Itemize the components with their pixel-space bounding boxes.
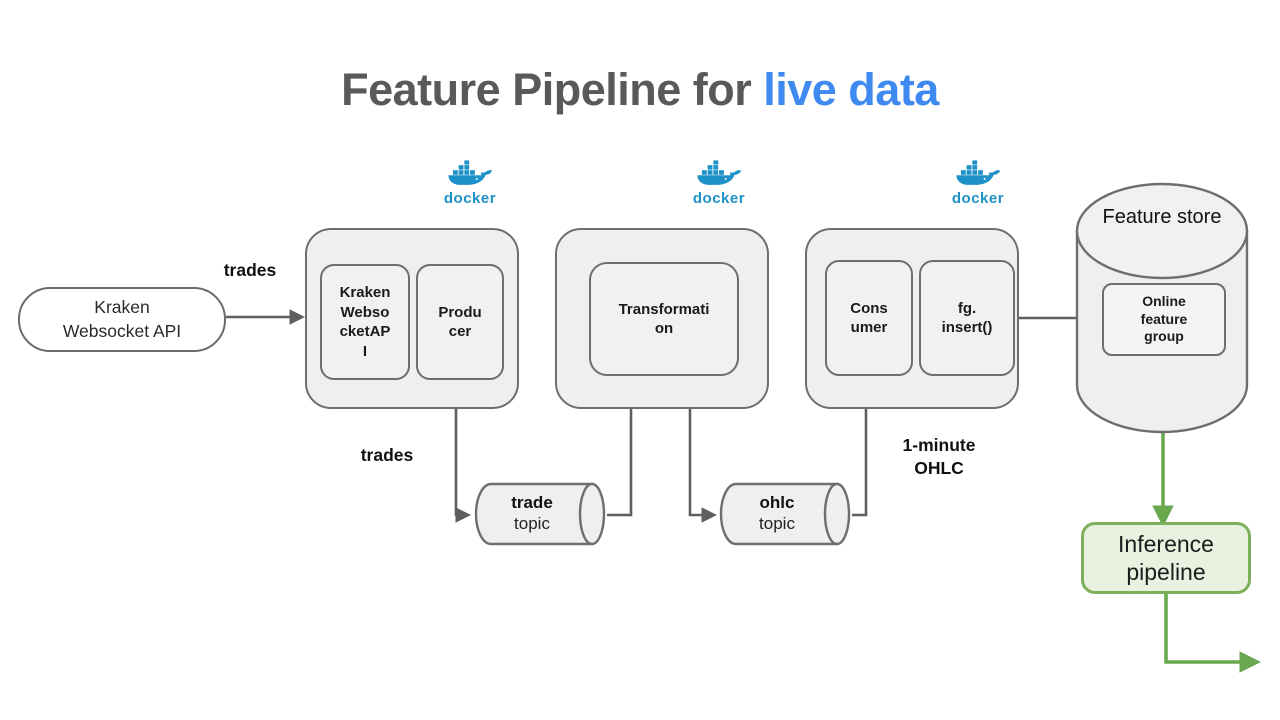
docker-logo-2: docker: [682, 160, 756, 207]
node-kraken-websocket-api: Kraken Websocket API: [18, 287, 226, 352]
docker-wordmark: docker: [443, 190, 497, 207]
docker-wordmark: docker: [951, 190, 1005, 207]
edge-trade-topic-to-transformation: [607, 372, 639, 517]
page-title-prefix: Feature Pipeline for: [341, 64, 764, 115]
container-transformation-service: Transformati on: [555, 228, 769, 409]
edge-label-trades-in: trades: [223, 260, 277, 280]
docker-whale-icon: [448, 160, 493, 185]
node-trade-topic: trade topic: [474, 482, 606, 546]
node-kraken-websocket-component: Kraken Webso cketAP I: [320, 264, 410, 380]
kafka-topic-cylinder-icon: [474, 482, 606, 546]
edge-ohlc-topic-to-consumer: [852, 371, 874, 517]
ohlc-topic-title: ohlc: [759, 493, 795, 513]
node-feature-store: Feature store Online feature group: [1075, 182, 1249, 435]
docker-logo-1: docker: [433, 160, 507, 207]
page-title-accent: live data: [763, 64, 939, 115]
docker-logo-3: docker: [941, 160, 1015, 207]
node-transformation: Transformati on: [589, 262, 739, 376]
edge-label-trades-out: trades: [360, 445, 414, 465]
node-ohlc-topic: ohlc topic: [719, 482, 851, 546]
node-inference-pipeline: Inference pipeline: [1081, 522, 1251, 594]
feature-store-title: Feature store: [1102, 206, 1222, 228]
node-fg-insert: fg. insert(): [919, 260, 1015, 376]
docker-wordmark: docker: [692, 190, 746, 207]
trade-topic-title: trade: [511, 493, 553, 513]
trade-topic-subtitle: topic: [514, 514, 550, 533]
kafka-topic-cylinder-icon: [719, 482, 851, 546]
edge-inference-out: [1164, 590, 1261, 673]
page-title: Feature Pipeline for live data: [0, 64, 1280, 116]
edge-producer-to-trade-topic: [454, 374, 471, 523]
ohlc-topic-subtitle: topic: [759, 514, 795, 533]
edge-label-1-minute-ohlc: 1-minute OHLC: [902, 435, 976, 479]
docker-whale-icon: [956, 160, 1001, 185]
edge-transformation-to-ohlc-topic: [688, 371, 717, 523]
node-online-feature-group: Online feature group: [1102, 283, 1226, 356]
docker-whale-icon: [697, 160, 742, 185]
container-write-service: Cons umer fg. insert(): [805, 228, 1019, 409]
container-ingest-service: Kraken Webso cketAP I Produ cer: [305, 228, 519, 409]
node-producer: Produ cer: [416, 264, 504, 380]
node-consumer: Cons umer: [825, 260, 913, 376]
